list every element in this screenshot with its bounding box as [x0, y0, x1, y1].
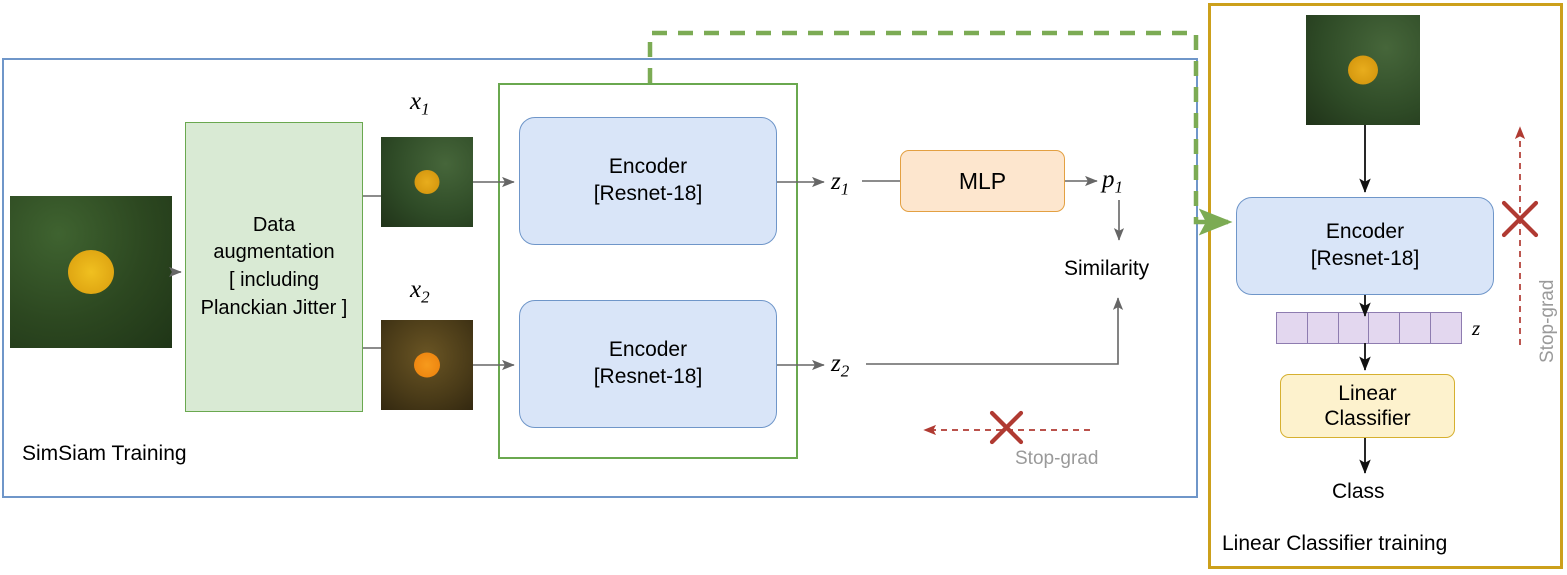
- feature-cell: [1431, 313, 1461, 343]
- feature-cell: [1308, 313, 1339, 343]
- encoder-frozen: Encoder [Resnet-18]: [1236, 197, 1494, 295]
- feature-cell: [1339, 313, 1370, 343]
- encoder2-line-2: [Resnet-18]: [593, 365, 703, 388]
- data-augmentation-text: Data augmentation [ including Planckian …: [201, 212, 348, 322]
- mlp-label: MLP: [958, 167, 1007, 194]
- encoder3-line-1: Encoder: [1325, 220, 1405, 244]
- encoder1-line-2: [Resnet-18]: [593, 182, 703, 205]
- augmented-view-x2-image: [381, 320, 473, 410]
- label-z2: z2: [831, 350, 850, 381]
- feature-cell: [1400, 313, 1432, 343]
- feature-cell: [1369, 313, 1401, 343]
- similarity-label: Similarity: [1064, 257, 1150, 280]
- data-augmentation-box: Data augmentation [ including Planckian …: [185, 122, 363, 412]
- class-output-label: Class: [1332, 480, 1385, 503]
- classifier-line-2: Classifier: [1324, 407, 1411, 430]
- mlp-box: MLP: [900, 150, 1065, 212]
- feature-vector-label: z: [1472, 316, 1481, 340]
- encoder-branch-2: Encoder [Resnet-18]: [519, 300, 777, 428]
- label-x2: x2: [410, 276, 430, 307]
- aug-line-2: augmentation: [213, 241, 335, 264]
- aug-line-1: Data: [252, 213, 296, 236]
- linear-classifier-box: Linear Classifier: [1280, 374, 1455, 438]
- label-z1: z1: [831, 168, 850, 199]
- aug-line-3: [ including: [228, 269, 320, 291]
- source-flower-image: [10, 196, 172, 348]
- encoder2-line-1: Encoder: [608, 338, 688, 362]
- simsiam-training-caption: SimSiam Training: [22, 442, 187, 465]
- encoder-branch-1: Encoder [Resnet-18]: [519, 117, 777, 245]
- augmented-view-x1-image: [381, 137, 473, 227]
- feature-vector-z: [1276, 312, 1462, 344]
- label-p1: p1: [1102, 166, 1123, 197]
- classifier-line-1: Linear: [1338, 381, 1397, 405]
- aug-line-4: Planckian Jitter ]: [200, 296, 348, 319]
- stop-grad-label-right: Stop-grad: [1537, 279, 1558, 363]
- classifier-input-flower-image: [1306, 15, 1420, 125]
- encoder3-line-2: [Resnet-18]: [1310, 247, 1420, 270]
- stop-grad-label-left: Stop-grad: [1015, 448, 1099, 469]
- label-x1: x1: [410, 88, 430, 119]
- linear-classifier-training-caption: Linear Classifier training: [1222, 532, 1448, 555]
- encoder1-line-1: Encoder: [608, 155, 688, 179]
- feature-cell: [1277, 313, 1308, 343]
